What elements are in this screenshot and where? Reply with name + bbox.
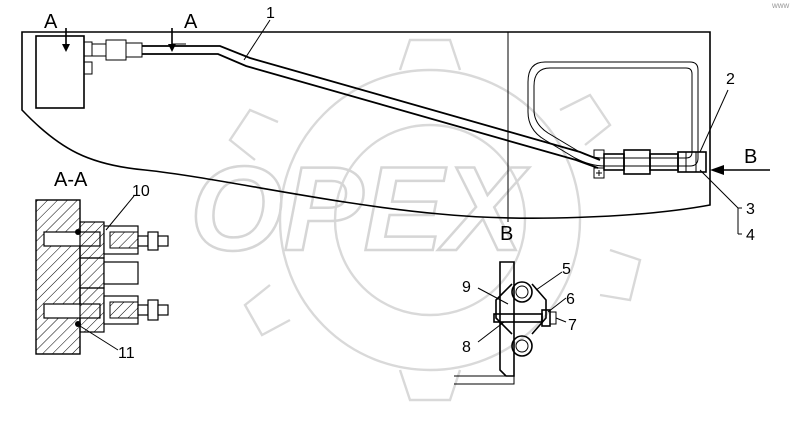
watermark-opex: OPEX — [190, 142, 530, 276]
callout-11: 11 — [118, 345, 135, 362]
main-callouts: 1 2 3 4 — [243, 5, 755, 244]
callout-6: 6 — [566, 291, 575, 308]
section-aa-label: A-A — [54, 169, 88, 191]
callout-7: 7 — [568, 317, 577, 334]
callout-4: 4 — [746, 227, 755, 244]
section-aa-view — [35, 199, 169, 355]
section-aa-callouts: 10 11 — [79, 183, 150, 362]
corner-watermark: www — [771, 1, 790, 10]
callout-9: 9 — [462, 279, 471, 296]
watermark-gear — [228, 38, 642, 402]
view-b-detail — [454, 261, 557, 385]
view-a-right-label: A — [184, 11, 198, 33]
callout-1: 1 — [266, 5, 275, 22]
callout-5: 5 — [562, 261, 571, 278]
callout-2: 2 — [726, 71, 735, 88]
section-a-markers: A A — [44, 11, 198, 52]
callout-3: 3 — [746, 201, 755, 218]
view-b-arrow: B — [710, 146, 770, 175]
right-fitting — [593, 149, 707, 179]
view-b-arrow-label: B — [744, 146, 757, 168]
callout-8: 8 — [462, 339, 471, 356]
callout-10: 10 — [132, 183, 150, 200]
view-b-callouts: 5 6 7 9 8 — [462, 261, 577, 356]
body-outline — [21, 31, 711, 222]
view-a-left-label: A — [44, 11, 58, 33]
view-b-label: B — [500, 223, 513, 245]
watermark-text: OPEX — [189, 141, 532, 278]
left-unit-block — [35, 35, 143, 109]
